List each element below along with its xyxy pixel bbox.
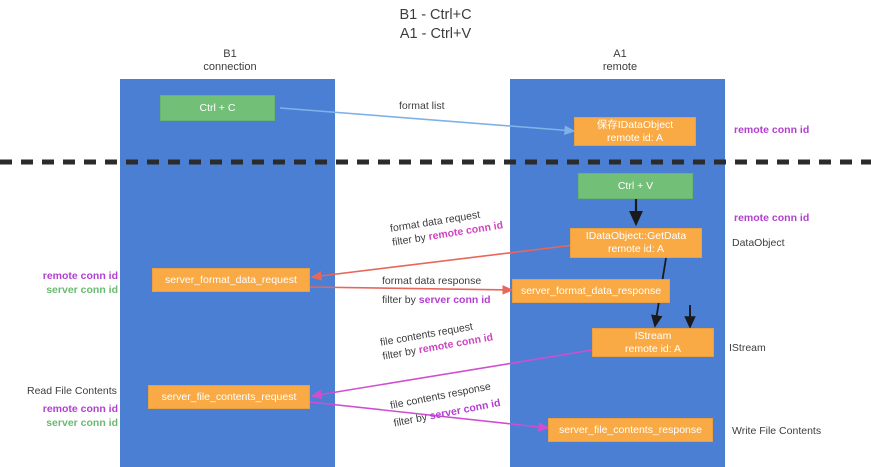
node-ctrl-c-label: Ctrl + C	[199, 101, 236, 114]
node-ctrl-v[interactable]: Ctrl + V	[578, 173, 693, 199]
annotation-remote-conn-id: remote conn id	[42, 270, 118, 282]
filter-prefix: filter by	[382, 294, 419, 306]
edge-label-format-data-response-filter: filter by server conn id	[382, 293, 491, 307]
node-server-file-contents-response-label: server_file_contents_response	[558, 423, 702, 436]
edge-label-format-data-response-text: format data response	[382, 275, 482, 287]
filter-key-server-conn-id: server conn id	[418, 294, 491, 306]
node-save-idataobject-line1: 保存IDataObject	[596, 118, 674, 131]
node-ctrl-v-label: Ctrl + V	[617, 179, 654, 192]
node-server-format-data-request[interactable]: server_format_data_request	[152, 268, 310, 292]
edge-label-file-contents-response: file contents response filter by server …	[389, 378, 502, 430]
edge-label-format-data-response: format data response filter by server co…	[382, 274, 491, 307]
node-save-idataobject-line2: remote id: A	[606, 131, 664, 144]
node-istream-line1: IStream	[634, 329, 672, 342]
column-header-a1-role: remote	[602, 61, 638, 73]
node-istream-line2: remote id: A	[624, 342, 682, 355]
annotation-istream: IStream	[729, 342, 766, 354]
annotation-left-conn-ids-2: remote conn id server conn id	[22, 402, 118, 430]
annotation-write-file-contents: Write File Contents	[732, 425, 822, 437]
column-header-b1: B1 connection	[150, 48, 310, 74]
node-server-format-data-response-label: server_format_data_response	[520, 284, 662, 297]
column-header-b1-name: B1	[223, 48, 237, 60]
annotation-right-top-remote-conn-id: remote conn id	[734, 123, 809, 137]
annotation-right-mid-remote-conn-id: remote conn id	[734, 211, 809, 225]
edge-label-format-data-request: format data request filter by remote con…	[389, 204, 504, 249]
node-server-file-contents-response[interactable]: server_file_contents_response	[548, 418, 713, 442]
column-header-b1-role: connection	[203, 61, 257, 73]
annotation-text: remote conn id	[734, 124, 810, 136]
annotation-dataobject: DataObject	[732, 237, 785, 249]
edge-label-format-list: format list	[399, 99, 445, 113]
title-line-1: B1 - Ctrl+C	[399, 7, 472, 23]
annotation-text: remote conn id	[734, 212, 810, 224]
node-server-format-data-request-label: server_format_data_request	[165, 273, 297, 286]
column-header-a1-name: A1	[613, 48, 627, 60]
edge-label-file-contents-request: file contents request filter by remote c…	[379, 317, 494, 364]
node-ctrl-c[interactable]: Ctrl + C	[160, 95, 275, 121]
node-server-format-data-response[interactable]: server_format_data_response	[512, 279, 670, 303]
node-server-file-contents-request[interactable]: server_file_contents_request	[148, 385, 310, 409]
title-line-2: A1 - Ctrl+V	[399, 26, 472, 42]
node-getdata-line2: remote id: A	[607, 243, 665, 255]
annotation-remote-conn-id: remote conn id	[42, 403, 118, 415]
node-idataobject-getdata[interactable]: IDataObject::GetData remote id: A	[570, 228, 702, 258]
edge-label-format-list-text: format list	[399, 100, 445, 112]
node-getdata-line1: IDataObject::GetData	[585, 230, 687, 242]
node-save-idataobject[interactable]: 保存IDataObject remote id: A	[574, 117, 696, 146]
column-header-a1: A1 remote	[540, 48, 700, 74]
annotation-server-conn-id: server conn id	[46, 284, 118, 296]
node-istream[interactable]: IStream remote id: A	[592, 328, 714, 357]
annotation-server-conn-id: server conn id	[46, 417, 118, 429]
annotation-read-file-contents: Read File Contents	[27, 385, 117, 397]
node-server-file-contents-request-label: server_file_contents_request	[161, 390, 297, 403]
filter-prefix: filter by	[392, 410, 432, 430]
annotation-left-conn-ids-1: remote conn id server conn id	[22, 269, 118, 297]
page-title: B1 - Ctrl+C A1 - Ctrl+V	[0, 6, 871, 44]
